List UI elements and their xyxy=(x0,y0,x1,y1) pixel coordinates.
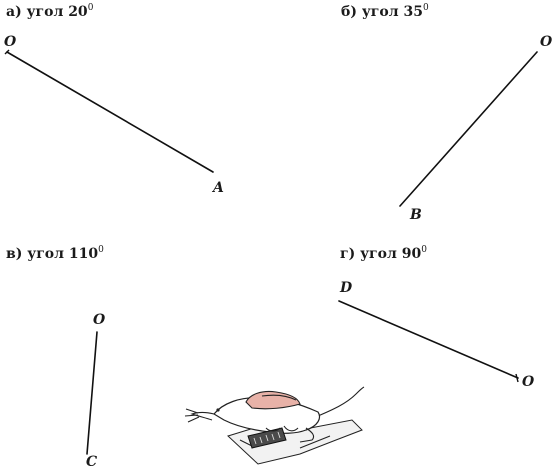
task-a-ray-oa xyxy=(6,51,214,173)
task-b: б) угол 350 O B xyxy=(341,3,553,223)
task-b-ray-ob xyxy=(399,51,538,207)
task-v-ray-oc xyxy=(86,331,98,455)
mouse-tail xyxy=(317,386,365,417)
task-g-vertex-tick xyxy=(515,373,519,383)
mouse-paws xyxy=(265,425,299,432)
task-v-label: в) угол 1100 xyxy=(6,245,104,262)
task-g: г) угол 900 D O xyxy=(338,245,535,390)
task-g-vertex-label: O xyxy=(522,374,535,390)
task-b-end-label: B xyxy=(409,207,422,223)
mouse-ear xyxy=(245,390,301,410)
task-g-label: г) угол 900 xyxy=(340,245,427,262)
mouse-with-protractor-icon xyxy=(184,386,365,465)
task-a-vertex-label: O xyxy=(4,34,17,50)
task-b-vertex-label: O xyxy=(540,34,553,50)
task-a-end-label: A xyxy=(211,180,224,196)
task-v-vertex-label: O xyxy=(93,312,106,328)
task-g-ray-od xyxy=(338,300,519,379)
task-v-end-label: C xyxy=(86,454,97,470)
mouse-hind-leg xyxy=(299,427,315,443)
task-g-end-label: D xyxy=(339,280,353,296)
mouse-whiskers xyxy=(184,408,200,423)
task-a-label: а) угол 200 xyxy=(6,3,94,20)
task-a: а) угол 200 O A xyxy=(4,3,224,196)
mouse-eye xyxy=(216,408,220,412)
task-b-label: б) угол 350 xyxy=(341,3,429,20)
mouse-snout xyxy=(190,411,215,421)
task-v: в) угол 1100 O C xyxy=(6,245,106,470)
